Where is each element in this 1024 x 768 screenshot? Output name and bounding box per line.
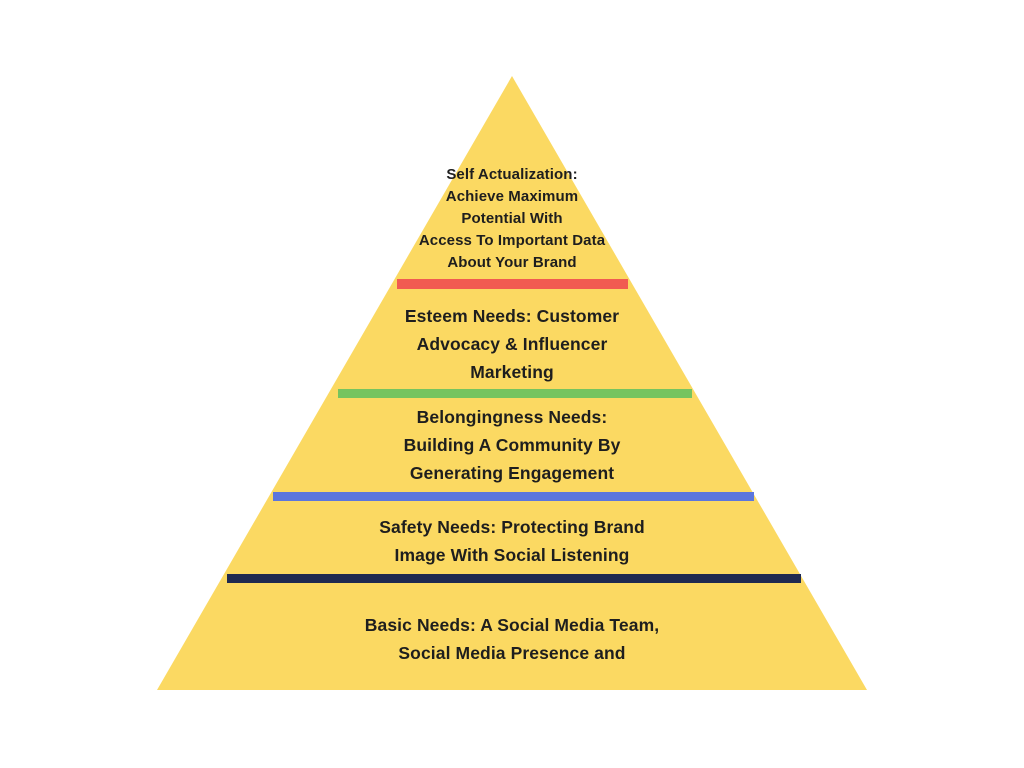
pyramid-shape <box>157 76 867 690</box>
divider-belongingness <box>273 492 754 501</box>
level-text-line: Belongingness Needs: <box>416 407 608 427</box>
level-text-line: Advocacy & Influencer <box>416 334 608 354</box>
level-text-line: Image With Social Listening <box>394 545 630 565</box>
level-self-actualization: Self Actualization: Achieve Maximum Pote… <box>0 164 1024 274</box>
level-text-line: Potential With <box>461 210 563 227</box>
divider-esteem <box>338 389 692 398</box>
level-text-line: Building A Community By <box>403 435 621 455</box>
level-text-line: Safety Needs: Protecting Brand <box>379 517 645 537</box>
level-text-line: Generating Engagement <box>409 463 615 483</box>
divider-safety <box>227 574 801 583</box>
level-esteem-needs: Esteem Needs: Customer Advocacy & Influe… <box>0 302 1024 386</box>
level-text-line: Access To Important Data <box>418 232 606 249</box>
level-text-line: Achieve Maximum <box>445 188 579 205</box>
level-belongingness-needs: Belongingness Needs: Building A Communit… <box>0 403 1024 487</box>
level-text-line: Marketing <box>470 362 554 382</box>
level-safety-needs: Safety Needs: Protecting Brand Image Wit… <box>0 513 1024 569</box>
divider-self-actualization <box>397 279 628 289</box>
level-text-line: About Your Brand <box>447 254 577 271</box>
level-text-line: Self Actualization: <box>446 166 578 183</box>
level-text-line: Basic Needs: A Social Media Team, <box>364 615 660 635</box>
level-text-line: Esteem Needs: Customer <box>404 306 620 326</box>
level-basic-needs: Basic Needs: A Social Media Team, Social… <box>0 611 1024 667</box>
level-text-line: Social Media Presence and <box>398 643 626 663</box>
